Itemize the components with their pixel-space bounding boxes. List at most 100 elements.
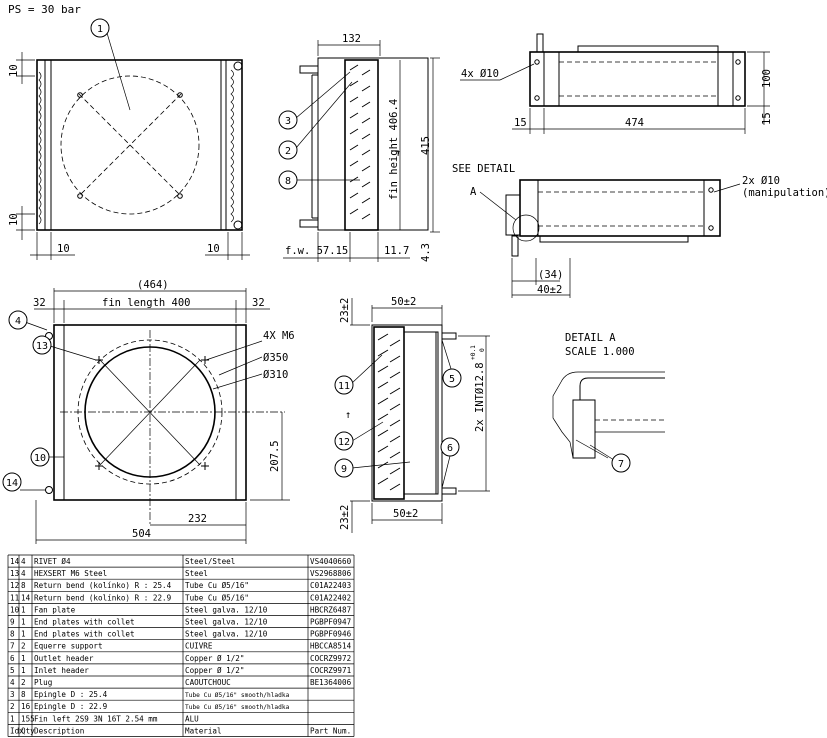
table-cell: 4	[10, 678, 15, 687]
table-cell: 155	[21, 714, 35, 723]
coil-loops-left	[38, 71, 42, 225]
callout-13	[32, 335, 52, 355]
fan-left-flange: 32	[33, 297, 46, 309]
fan-outer-dia: Ø350	[263, 352, 288, 364]
header-tol-zero: 0	[479, 348, 486, 352]
table-cell: HBCCA8514	[310, 642, 352, 651]
table-cell: Inlet header	[34, 666, 89, 675]
callout-1-label: 1	[97, 24, 103, 35]
callout-4-label: 4	[15, 316, 21, 327]
top-end-offset: 15	[514, 117, 527, 129]
table-cell: HBCRZ6487	[310, 605, 351, 614]
table-cell: 6	[10, 654, 15, 663]
callout-1	[90, 18, 110, 38]
side-width: 132	[342, 33, 361, 45]
table-cell: Return bend (kolínko) R : 22.9	[34, 593, 172, 602]
table-cell: Tube Cu Ø5/16" smooth/hladka	[185, 703, 290, 711]
table-cell: 1	[21, 666, 26, 675]
table-cell: Outlet header	[34, 654, 94, 663]
table-cell: 2	[10, 702, 15, 711]
table-cell: 3	[10, 690, 15, 699]
top-side-offset: 15	[761, 112, 773, 125]
table-cell: Return bend (kolínko) R : 25.4	[34, 581, 172, 590]
table-cell: Steel galva. 12/10	[185, 630, 268, 639]
callouts: 1 2 3 4 5 6 7 8 9 10 11 12	[2, 18, 631, 492]
table-header-cell: Qty	[21, 726, 35, 735]
table-cell: 2	[21, 642, 26, 651]
table-cell: 7	[10, 642, 15, 651]
header-airflow-mark: ↑	[345, 409, 351, 421]
table-cell: End plates with collet	[34, 630, 135, 639]
table-cell: 9	[10, 618, 15, 627]
top-length: 474	[625, 117, 644, 129]
fan-plate-view: (464) 32 fin length 400 32 4X M6 Ø350 Ø3…	[33, 279, 295, 544]
callout-10-label: 10	[34, 453, 46, 464]
table-cell: 1	[21, 630, 26, 639]
table-header-cell: Description	[34, 726, 84, 735]
table-cell: VS2968806	[310, 569, 352, 578]
fan-right-flange: 32	[252, 297, 265, 309]
table-cell: 1	[21, 605, 26, 614]
callout-11-label: 11	[338, 381, 350, 392]
callout-11	[334, 375, 354, 395]
callout-8-label: 8	[285, 176, 291, 187]
table-cell: 8	[21, 690, 26, 699]
table-cell: C01A22403	[310, 581, 351, 590]
table-header-cell: Part Num.	[310, 726, 351, 735]
table-cell: 13	[10, 569, 19, 578]
see-detail-view: SEE DETAIL A 2x Ø10 (manipulation) (34) …	[452, 163, 827, 298]
front-right-margin: 10	[207, 243, 220, 255]
table-cell: 11	[10, 593, 20, 602]
fan-overall: (464)	[137, 279, 169, 291]
callout-12	[334, 431, 354, 451]
table-cell: C01A22402	[310, 593, 351, 602]
table-cell: 1	[21, 654, 26, 663]
fan-fin-length: fin length 400	[102, 297, 191, 309]
table-cell: 16	[21, 702, 31, 711]
callout-3	[278, 110, 298, 130]
fan-total-width: 504	[132, 528, 151, 540]
table-cell: COCRZ9971	[310, 666, 352, 675]
side-bottom-offset: 4.3	[420, 243, 432, 262]
front-left-margin: 10	[57, 243, 70, 255]
top-view: 4x Ø10 15 474 100 15	[460, 33, 773, 134]
table-cell: Copper Ø 1/2"	[185, 666, 244, 675]
manip-holes: 2x Ø10	[742, 175, 780, 187]
table-cell: 14	[10, 557, 20, 566]
front-bottom-offset: 10	[8, 213, 20, 226]
detail-dim-34: (34)	[538, 269, 563, 281]
table-cell: Tube Cu Ø5/16" smooth/hladka	[185, 691, 290, 699]
table-cell: CAOUTCHOUC	[185, 678, 231, 687]
side-tube-pattern	[349, 64, 371, 220]
callout-9	[334, 458, 354, 478]
table-cell: Tube Cu Ø5/16"	[185, 581, 249, 590]
header-connections: 2x INTØ12.8	[474, 362, 486, 432]
table-cell: BE1364006	[310, 678, 352, 687]
coil-loops-right	[230, 69, 234, 223]
manip-note: (manipulation)	[742, 187, 827, 199]
detail-dim-40: 40±2	[537, 284, 562, 296]
table-cell: VS4040660	[310, 557, 352, 566]
side-fin-width: f.w. 57.15	[285, 245, 348, 257]
table-cell: Steel galva. 12/10	[185, 605, 268, 614]
table-cell: Copper Ø 1/2"	[185, 654, 244, 663]
table-cell: 4	[21, 569, 26, 578]
callout-13-label: 13	[36, 341, 48, 352]
table-cell: PGBPF0946	[310, 630, 352, 639]
callout-6-label: 6	[447, 443, 453, 454]
table-cell: 12	[10, 581, 19, 590]
table-header-cell: Material	[185, 726, 222, 735]
callout-5	[442, 368, 462, 388]
callout-14-label: 14	[6, 478, 18, 489]
table-cell: ALU	[185, 714, 199, 723]
detail-marker: A	[470, 186, 477, 198]
callout-2	[278, 140, 298, 160]
table-cell: PGBPF0947	[310, 618, 351, 627]
table-cell: Equerre support	[34, 642, 103, 651]
callout-5-label: 5	[449, 374, 455, 385]
table-cell: Steel galva. 12/10	[185, 618, 268, 627]
table-cell: 1	[10, 714, 15, 723]
table-header-cell: Idx	[10, 726, 24, 735]
table-cell: 14	[21, 593, 31, 602]
